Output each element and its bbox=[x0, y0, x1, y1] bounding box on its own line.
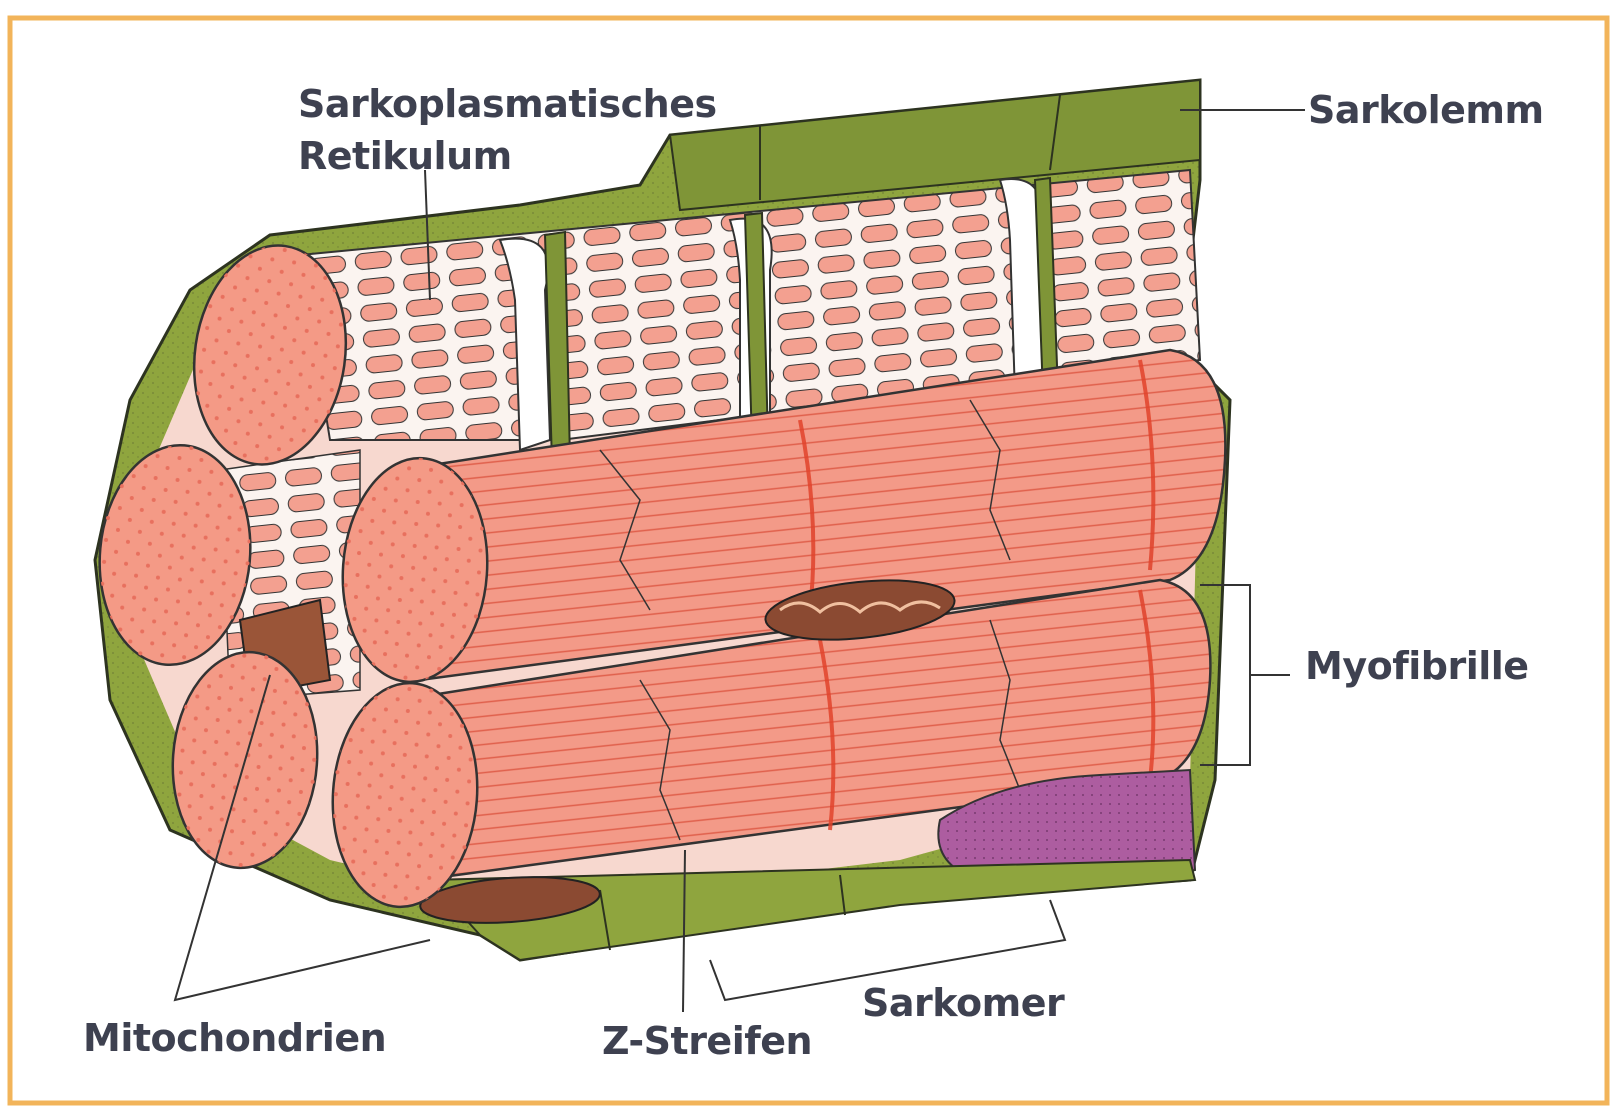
label-sarkoplasmatisches-retikulum: Sarkoplasmatisches Retikulum bbox=[298, 78, 717, 182]
label-z-streifen: Z-Streifen bbox=[602, 1015, 812, 1067]
label-retikulum-line2: Retikulum bbox=[298, 130, 717, 182]
label-mitochondrien: Mitochondrien bbox=[83, 1012, 386, 1064]
label-sarkomer: Sarkomer bbox=[862, 977, 1064, 1029]
label-sarkolemm: Sarkolemm bbox=[1308, 84, 1544, 136]
label-retikulum-line1: Sarkoplasmatisches bbox=[298, 78, 717, 130]
label-myofibrille: Myofibrille bbox=[1305, 640, 1529, 692]
